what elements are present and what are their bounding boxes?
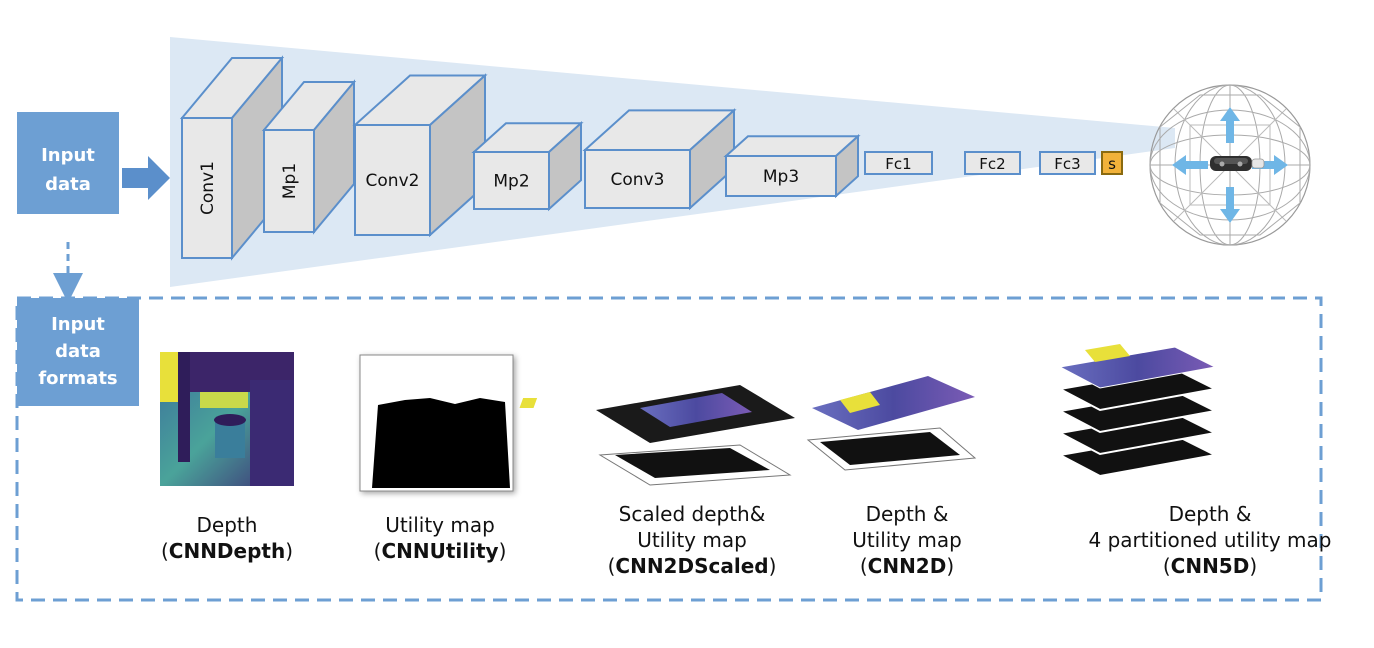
layer-fc2: Fc2 (964, 151, 1021, 175)
caption-line: Utility map (637, 528, 747, 552)
layers-group: Conv1 Mp1 Conv2 Mp2 Conv3 Mp3 Fc1 Fc2 Fc3 s (179, 55, 1123, 261)
caption-cnnutility: Utility map(CNNUtility) (374, 513, 507, 563)
layer-conv3: Conv3 (582, 108, 737, 211)
model-name: (CNNUtility) (374, 539, 507, 563)
formats-label-line3: formats (38, 368, 117, 389)
wireframe-sphere-icon (1149, 84, 1311, 246)
scaled-stack-image (519, 385, 795, 486)
input-data-line1: Input (41, 145, 95, 166)
caption-cnn5d: Depth &4 partitioned utility map(CNN5D) (1089, 502, 1332, 578)
layer-label-fc2: Fc2 (979, 155, 1005, 173)
input-data-box: Input data (17, 112, 119, 214)
model-name: (CNN2D) (860, 554, 954, 578)
caption-cnndepth: Depth(CNNDepth) (161, 513, 293, 563)
depth-camera-icon (1210, 156, 1265, 171)
model-name: (CNN5D) (1163, 554, 1257, 578)
layer-fc3: Fc3 (1039, 151, 1096, 175)
layer-label-mp1: Mp1 (280, 163, 300, 199)
layer-label-conv3: Conv3 (611, 170, 665, 190)
layer-mp2: Mp2 (471, 120, 584, 212)
caption-line: Scaled depth& (619, 502, 766, 526)
captions-group: Depth(CNNDepth)Utility map(CNNUtility)Sc… (161, 502, 1332, 578)
caption-line: 4 partitioned utility map (1089, 528, 1332, 552)
caption-line: Depth & (866, 502, 949, 526)
layer-label-fc1: Fc1 (885, 155, 911, 173)
layer-label-fc3: Fc3 (1054, 155, 1080, 173)
layer-conv2: Conv2 (352, 73, 488, 238)
caption-line: Utility map (852, 528, 962, 552)
five-layer-stack-image (1056, 344, 1219, 478)
model-name: (CNNDepth) (161, 539, 293, 563)
input-data-line2: data (45, 174, 91, 195)
layer-mp3: Mp3 (723, 133, 861, 199)
model-name: (CNN2DScaled) (608, 554, 777, 578)
layer-label-mp3: Mp3 (763, 167, 799, 187)
caption-cnn2dscaled: Scaled depth&Utility map(CNN2DScaled) (608, 502, 777, 578)
caption-line: Depth (197, 513, 258, 537)
layer-label-conv1: Conv1 (198, 161, 218, 215)
formats-label-line2: data (55, 341, 101, 362)
direction-arrows-icon (1172, 107, 1288, 223)
depth-image (160, 352, 294, 486)
layer-label-s: s (1108, 155, 1116, 173)
input-arrow (122, 156, 170, 200)
layer-fc1: Fc1 (864, 151, 933, 175)
formats-panel (15, 296, 1323, 602)
layer-s: s (1101, 151, 1123, 175)
formats-label-line1: Input (51, 314, 105, 335)
caption-line: Depth & (1169, 502, 1252, 526)
layer-label-conv2: Conv2 (366, 171, 420, 191)
caption-cnn2d: Depth &Utility map(CNN2D) (852, 502, 962, 578)
layer-mp1: Mp1 (261, 79, 357, 235)
formats-label-box: Input data formats (17, 298, 139, 406)
layer-conv1: Conv1 (179, 55, 285, 261)
layer-label-mp2: Mp2 (493, 172, 529, 192)
utility-map-image (359, 354, 514, 492)
depth-utility-stack-image (806, 376, 977, 471)
caption-line: Utility map (385, 513, 495, 537)
